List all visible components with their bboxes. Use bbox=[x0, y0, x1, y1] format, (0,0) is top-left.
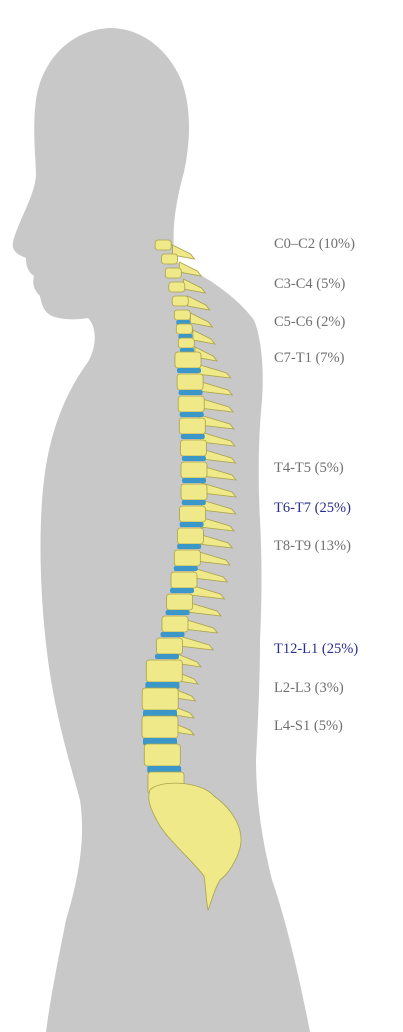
intervertebral-disc bbox=[161, 632, 185, 637]
vertebra bbox=[142, 716, 178, 738]
vertebra bbox=[181, 484, 207, 500]
vertebra bbox=[162, 616, 188, 632]
vertebra bbox=[146, 660, 182, 682]
spinous-process bbox=[202, 500, 236, 514]
intervertebral-disc bbox=[180, 412, 204, 417]
label-c0-c2: C0–C2 (10%) bbox=[274, 236, 355, 252]
intervertebral-disc bbox=[180, 522, 204, 527]
intervertebral-disc bbox=[174, 566, 198, 571]
spinous-process bbox=[179, 636, 213, 650]
vertebra bbox=[169, 282, 185, 292]
vertebra bbox=[176, 324, 192, 334]
spinous-process bbox=[179, 262, 201, 276]
intervertebral-disc bbox=[177, 368, 201, 373]
vertebra bbox=[144, 744, 180, 766]
intervertebral-disc bbox=[170, 588, 194, 593]
spinous-process bbox=[184, 619, 218, 633]
vertebra bbox=[174, 310, 190, 320]
intervertebral-disc bbox=[182, 500, 206, 505]
vertebra bbox=[181, 462, 207, 478]
spinous-process bbox=[188, 296, 210, 310]
spinous-process bbox=[193, 568, 227, 582]
spinous-process bbox=[184, 279, 206, 293]
label-c5-c6: C5-C6 (2%) bbox=[274, 314, 345, 330]
vertebra bbox=[179, 418, 205, 434]
label-c3-c4: C3-C4 (5%) bbox=[274, 276, 345, 292]
label-t4-t5: T4-T5 (5%) bbox=[274, 460, 344, 476]
vertebra bbox=[174, 550, 200, 566]
spinous-process bbox=[196, 551, 230, 565]
vertebra bbox=[165, 268, 181, 278]
spinous-process bbox=[190, 313, 212, 327]
intervertebral-disc bbox=[166, 610, 190, 615]
vertebra bbox=[177, 528, 203, 544]
label-l2-l3: L2-L3 (3%) bbox=[274, 680, 344, 696]
vertebra bbox=[180, 506, 206, 522]
vertebra bbox=[162, 254, 178, 264]
intervertebral-disc bbox=[155, 654, 179, 659]
vertebra bbox=[157, 638, 183, 654]
vertebra bbox=[155, 240, 171, 250]
vertebra bbox=[171, 572, 197, 588]
sacrum bbox=[149, 783, 241, 910]
intervertebral-disc bbox=[177, 544, 201, 549]
label-l4-s1: L4-S1 (5%) bbox=[274, 718, 343, 734]
intervertebral-disc bbox=[182, 478, 206, 483]
vertebra bbox=[178, 396, 204, 412]
spinous-process bbox=[193, 330, 215, 344]
vertebra bbox=[142, 688, 178, 710]
vertebra bbox=[175, 352, 201, 368]
intervertebral-disc bbox=[181, 434, 205, 439]
label-t6-t7: T6-T7 (25%) bbox=[274, 500, 351, 516]
vertebra bbox=[167, 594, 193, 610]
label-t8-t9: T8-T9 (13%) bbox=[274, 538, 351, 554]
label-c7-t1: C7-T1 (7%) bbox=[274, 350, 344, 366]
vertebra bbox=[177, 374, 203, 390]
vertebra bbox=[172, 296, 188, 306]
intervertebral-disc bbox=[179, 390, 203, 395]
intervertebral-disc bbox=[182, 456, 206, 461]
vertebra bbox=[180, 440, 206, 456]
label-t12-l1: T12-L1 (25%) bbox=[274, 641, 358, 657]
vertebra bbox=[178, 338, 194, 348]
